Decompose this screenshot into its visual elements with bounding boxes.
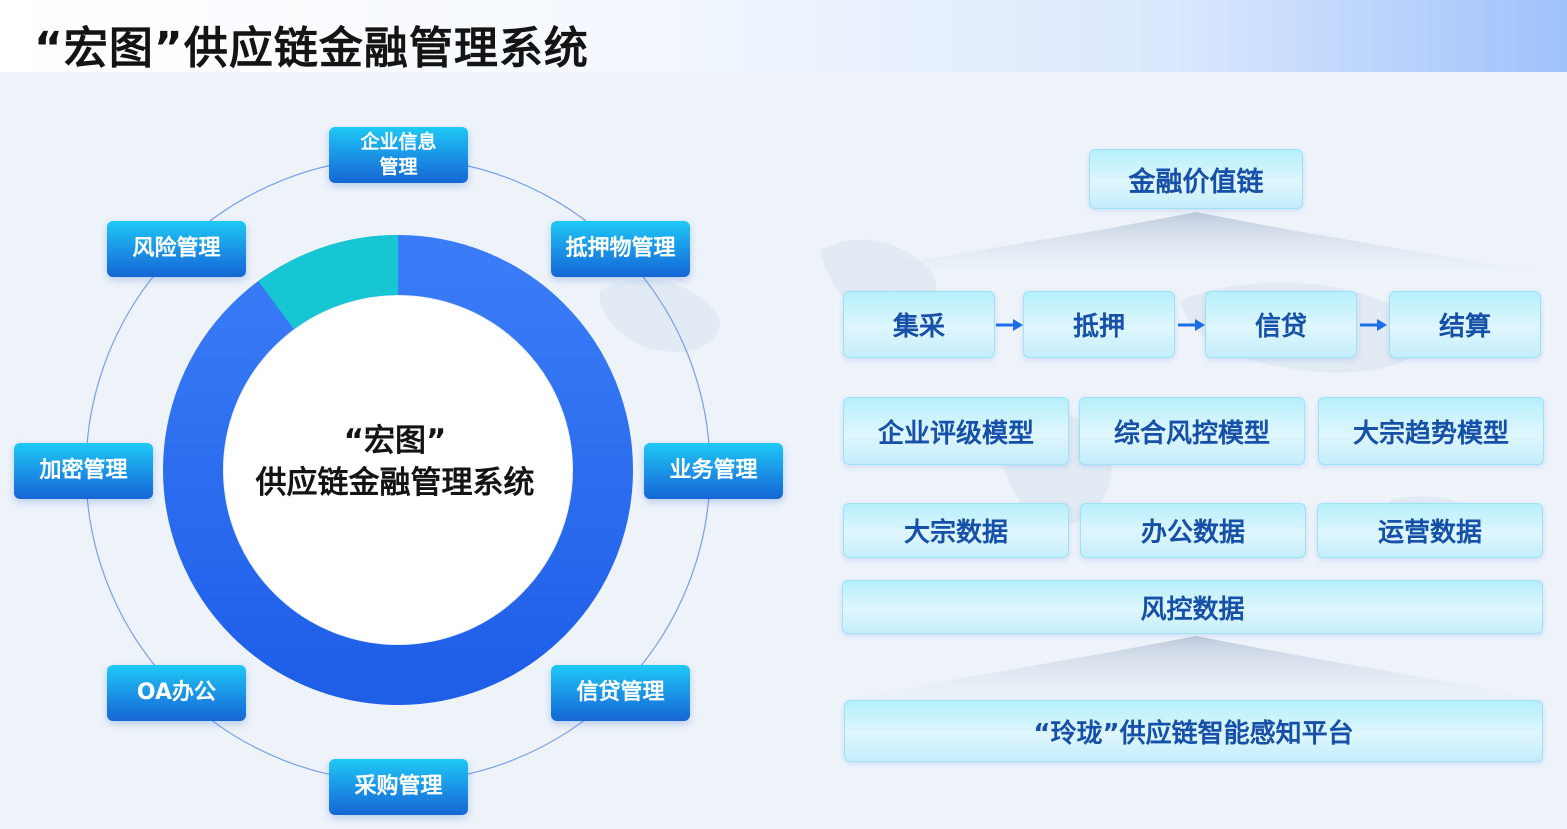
- arrow-right-icon: [1178, 319, 1205, 331]
- arrow-right-icon: [1360, 319, 1387, 331]
- node-credit[interactable]: 信贷管理: [551, 665, 690, 721]
- box-data-1[interactable]: 大宗数据: [843, 503, 1069, 558]
- box-model-3[interactable]: 大宗趋势模型: [1318, 397, 1544, 465]
- node-business[interactable]: 业务管理: [644, 443, 783, 499]
- box-risk-data[interactable]: 风控数据: [842, 580, 1543, 634]
- box-data-3[interactable]: 运营数据: [1317, 503, 1543, 558]
- fan-top: [850, 212, 1540, 272]
- node-enterprise-info[interactable]: 企业信息 管理: [329, 127, 468, 183]
- node-collateral[interactable]: 抵押物管理: [551, 221, 690, 277]
- center-line1: “宏图”: [343, 423, 447, 459]
- box-step-2[interactable]: 抵押: [1023, 291, 1175, 358]
- center-line2: 供应链金融管理系统: [255, 465, 535, 501]
- center-label: “宏图” 供应链金融管理系统: [215, 420, 575, 504]
- box-step-4[interactable]: 结算: [1389, 291, 1541, 358]
- node-risk[interactable]: 风险管理: [107, 221, 246, 277]
- page-title: “宏图”供应链金融管理系统: [34, 23, 589, 74]
- donut-teal-segment: [258, 235, 398, 330]
- box-platform[interactable]: “玲珑”供应链智能感知平台: [844, 700, 1543, 762]
- node-enterprise-info-line2: 管理: [379, 156, 418, 178]
- box-model-2[interactable]: 综合风控模型: [1079, 397, 1305, 465]
- node-oa[interactable]: OA办公: [107, 665, 246, 721]
- node-procurement[interactable]: 采购管理: [329, 759, 468, 815]
- box-step-3[interactable]: 信贷: [1205, 291, 1357, 358]
- box-step-1[interactable]: 集采: [843, 291, 995, 358]
- box-model-1[interactable]: 企业评级模型: [843, 397, 1069, 465]
- box-data-2[interactable]: 办公数据: [1080, 503, 1306, 558]
- node-enterprise-info-line1: 企业信息: [360, 131, 437, 153]
- node-encryption[interactable]: 加密管理: [14, 443, 153, 499]
- title-bar: [0, 0, 1567, 72]
- donut-inner-fill: [224, 296, 572, 644]
- fan-bottom: [850, 636, 1540, 698]
- arrow-right-icon: [996, 319, 1023, 331]
- box-financial-value-chain[interactable]: 金融价值链: [1089, 149, 1303, 209]
